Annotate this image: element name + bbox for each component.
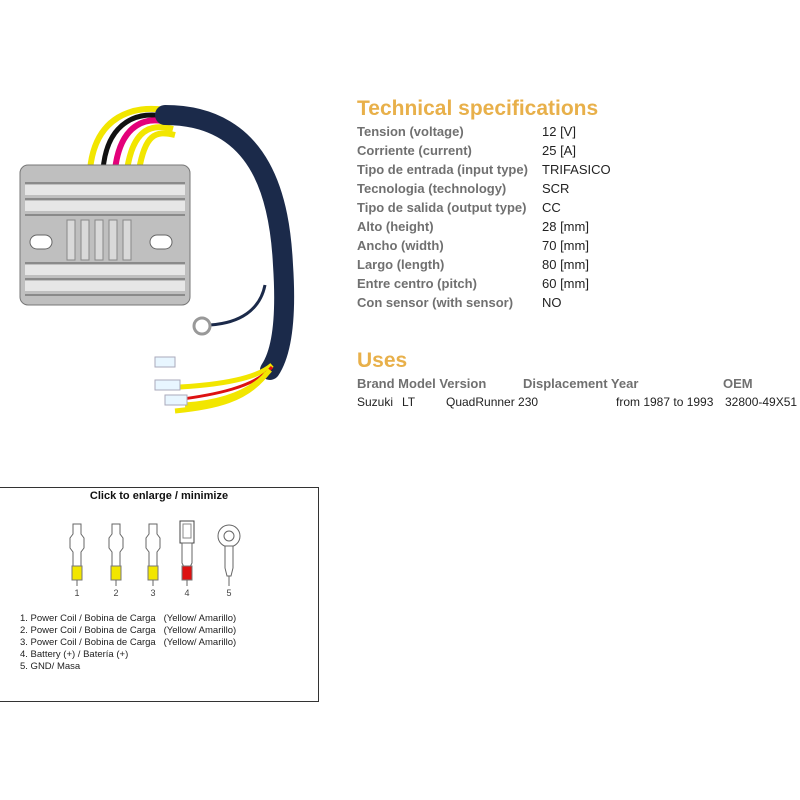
connector-diagram-box[interactable]: Click to enlarge / minimize	[0, 487, 319, 702]
uses-table-header: Brand Model Version Displacement Year OE…	[357, 374, 800, 393]
connector-legend: 1. Power Coil / Bobina de Carga (Yellow/…	[20, 613, 236, 673]
spec-value: 60 [mm]	[542, 276, 589, 291]
connector-number-2: 2	[113, 588, 119, 598]
connector-number-4: 4	[184, 588, 190, 598]
spec-row-pitch: Entre centro (pitch) 60 [mm]	[357, 274, 800, 293]
connector-1-icon	[69, 523, 85, 586]
connector-number-1: 1	[74, 588, 80, 598]
spec-value: 12 [V]	[542, 124, 576, 139]
spec-label: Tipo de entrada (input type)	[357, 162, 528, 177]
connector-number-5: 5	[226, 588, 232, 598]
spec-label: Tension (voltage)	[357, 124, 464, 139]
legend-line-3: 3. Power Coil / Bobina de Carga (Yellow/…	[20, 637, 237, 648]
regulator-product-image[interactable]	[15, 95, 315, 415]
legend-line-1: 1. Power Coil / Bobina de Carga (Yellow/…	[20, 613, 237, 624]
cell-model: LT	[402, 395, 416, 409]
cell-oem: 32800-49X51	[725, 395, 798, 409]
spec-value: 25 [A]	[542, 143, 576, 158]
spec-label: Ancho (width)	[357, 238, 444, 253]
legend-line-2: 2. Power Coil / Bobina de Carga (Yellow/…	[20, 625, 237, 636]
spec-value: 80 [mm]	[542, 257, 589, 272]
table-row: Suzuki LT QuadRunner 230 from 1987 to 19…	[357, 393, 800, 412]
spec-row-technology: Tecnologia (technology) SCR	[357, 179, 800, 198]
spec-row-voltage: Tension (voltage) 12 [V]	[357, 122, 800, 141]
uses-section: Uses Brand Model Version Displacement Ye…	[357, 348, 800, 418]
cell-year: from 1987 to 1993	[616, 395, 714, 409]
spec-value: 28 [mm]	[542, 219, 589, 234]
spec-row-length: Largo (length) 80 [mm]	[357, 255, 800, 274]
spec-label: Corriente (current)	[357, 143, 472, 158]
connector-2-icon	[108, 523, 124, 586]
header-oem: OEM	[723, 376, 753, 391]
spec-label: Entre centro (pitch)	[357, 276, 477, 291]
spec-row-output-type: Tipo de salida (output type) CC	[357, 198, 800, 217]
spec-value: SCR	[542, 181, 570, 196]
cell-version: QuadRunner 230	[446, 395, 539, 409]
header-brand-model-version: Brand Model Version	[357, 376, 487, 391]
uses-title: Uses	[357, 349, 408, 372]
spec-value: CC	[542, 200, 561, 215]
spec-row-width: Ancho (width) 70 [mm]	[357, 236, 800, 255]
header-displacement-year: Displacement Year	[523, 376, 639, 391]
cell-brand: Suzuki	[357, 395, 394, 409]
spec-label: Alto (height)	[357, 219, 434, 234]
spec-label: Tecnologia (technology)	[357, 181, 507, 196]
spec-row-sensor: Con sensor (with sensor) NO	[357, 293, 800, 312]
connector-4-icon	[179, 520, 195, 586]
spec-value: NO	[542, 295, 562, 310]
spec-row-input-type: Tipo de entrada (input type) TRIFASICO	[357, 160, 800, 179]
spec-row-current: Corriente (current) 25 [A]	[357, 141, 800, 160]
technical-specifications-title: Technical specifications	[357, 97, 599, 120]
enlarge-minimize-link[interactable]: Click to enlarge / minimize	[89, 490, 229, 502]
legend-line-5: 5. GND/ Masa	[20, 661, 81, 672]
spec-value: TRIFASICO	[542, 162, 611, 177]
spec-value: 70 [mm]	[542, 238, 589, 253]
legend-line-4: 4. Battery (+) / Batería (+)	[20, 649, 129, 660]
technical-specifications-section: Technical specifications Tension (voltag…	[357, 96, 800, 312]
spec-label: Tipo de salida (output type)	[357, 200, 527, 215]
connector-3-icon	[145, 523, 161, 586]
connector-5-icon	[217, 524, 241, 586]
spec-list: Tension (voltage) 12 [V] Corriente (curr…	[357, 122, 800, 312]
connector-number-3: 3	[150, 588, 156, 598]
spec-label: Con sensor (with sensor)	[357, 295, 514, 310]
spec-label: Largo (length)	[357, 257, 445, 272]
spec-row-height: Alto (height) 28 [mm]	[357, 217, 800, 236]
connector-diagram	[69, 520, 241, 586]
